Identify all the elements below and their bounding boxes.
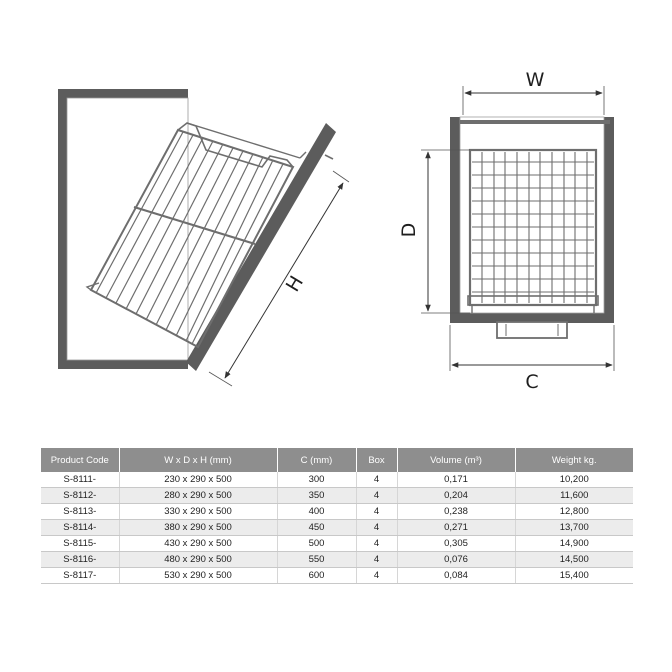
front-wire-basket — [467, 148, 599, 313]
height-label: H — [282, 272, 308, 296]
weight-cell: 13,700 — [515, 519, 633, 536]
table-row: S-8117- 530 x 290 x 500 600 4 0,084 15,4… — [41, 567, 633, 584]
volume-cell: 0,204 — [397, 487, 516, 504]
dimensions-cell: 530 x 290 x 500 — [119, 567, 278, 584]
dimensions-cell: 230 x 290 x 500 — [119, 472, 278, 488]
dimensions-cell: 330 x 290 x 500 — [119, 503, 278, 520]
volume-cell: 0,076 — [397, 551, 516, 568]
side-view: H — [58, 89, 350, 387]
dimensions-cell: 480 x 290 x 500 — [119, 551, 278, 568]
product-code-cell: S-8113- — [41, 503, 120, 520]
dimensions-cell: 430 x 290 x 500 — [119, 535, 278, 552]
box-cell: 4 — [356, 503, 398, 520]
front-view: W — [398, 69, 615, 393]
product-code-cell: S-8115- — [41, 535, 120, 552]
handle-bar — [496, 321, 568, 339]
box-cell: 4 — [356, 519, 398, 536]
cabinet-width-cell: 400 — [277, 503, 357, 520]
box-cell: 4 — [356, 472, 398, 488]
width-label: W — [526, 69, 545, 91]
cabinet-side-panel — [58, 89, 189, 369]
product-code-cell: S-8114- — [41, 519, 120, 536]
box-cell: 4 — [356, 487, 398, 504]
product-code-cell: S-8112- — [41, 487, 120, 504]
product-code-cell: S-8116- — [41, 551, 120, 568]
product-code-cell: S-8117- — [41, 567, 120, 584]
product-code-cell: S-8111- — [41, 472, 120, 488]
header-product-code: Product Code — [41, 448, 120, 472]
specifications-table: Product Code W x D x H (mm) C (mm) Box V… — [41, 448, 633, 584]
weight-cell: 11,600 — [515, 487, 633, 504]
weight-cell: 14,900 — [515, 535, 633, 552]
weight-cell: 15,400 — [515, 567, 633, 584]
header-weight: Weight kg. — [515, 448, 633, 472]
cabinet-width-dimension: C — [449, 325, 615, 393]
cabinet-width-cell: 600 — [277, 567, 357, 584]
width-dimension: W — [462, 69, 605, 115]
box-cell: 4 — [356, 567, 398, 584]
depth-label: D — [398, 223, 420, 238]
table-row: S-8113- 330 x 290 x 500 400 4 0,238 12,8… — [41, 503, 633, 520]
table-row: S-8115- 430 x 290 x 500 500 4 0,305 14,9… — [41, 535, 633, 552]
dimensions-cell: 280 x 290 x 500 — [119, 487, 278, 504]
table-row: S-8112- 280 x 290 x 500 350 4 0,204 11,6… — [41, 487, 633, 504]
box-cell: 4 — [356, 551, 398, 568]
table-header-row: Product Code W x D x H (mm) C (mm) Box V… — [41, 448, 633, 472]
header-box: Box — [356, 448, 398, 472]
table-row: S-8116- 480 x 290 x 500 550 4 0,076 14,5… — [41, 551, 633, 568]
volume-cell: 0,084 — [397, 567, 516, 584]
cabinet-width-cell: 350 — [277, 487, 357, 504]
technical-drawing: H W — [58, 69, 615, 393]
cabinet-width-cell: 500 — [277, 535, 357, 552]
header-cabinet-width: C (mm) — [277, 448, 357, 472]
weight-cell: 10,200 — [515, 472, 633, 488]
weight-cell: 14,500 — [515, 551, 633, 568]
volume-cell: 0,305 — [397, 535, 516, 552]
header-dimensions: W x D x H (mm) — [119, 448, 278, 472]
volume-cell: 0,271 — [397, 519, 516, 536]
cabinet-width-cell: 300 — [277, 472, 357, 488]
cabinet-width-cell: 450 — [277, 519, 357, 536]
volume-cell: 0,171 — [397, 472, 516, 488]
table-row: S-8114- 380 x 290 x 500 450 4 0,271 13,7… — [41, 519, 633, 536]
volume-cell: 0,238 — [397, 503, 516, 520]
header-volume: Volume (m³) — [397, 448, 516, 472]
cabinet-width-cell: 550 — [277, 551, 357, 568]
dimensions-cell: 380 x 290 x 500 — [119, 519, 278, 536]
box-cell: 4 — [356, 535, 398, 552]
table-row: S-8111- 230 x 290 x 500 300 4 0,171 10,2… — [41, 472, 633, 488]
cabinet-width-label: C — [525, 371, 538, 393]
depth-dimension: D — [398, 149, 470, 314]
weight-cell: 12,800 — [515, 503, 633, 520]
